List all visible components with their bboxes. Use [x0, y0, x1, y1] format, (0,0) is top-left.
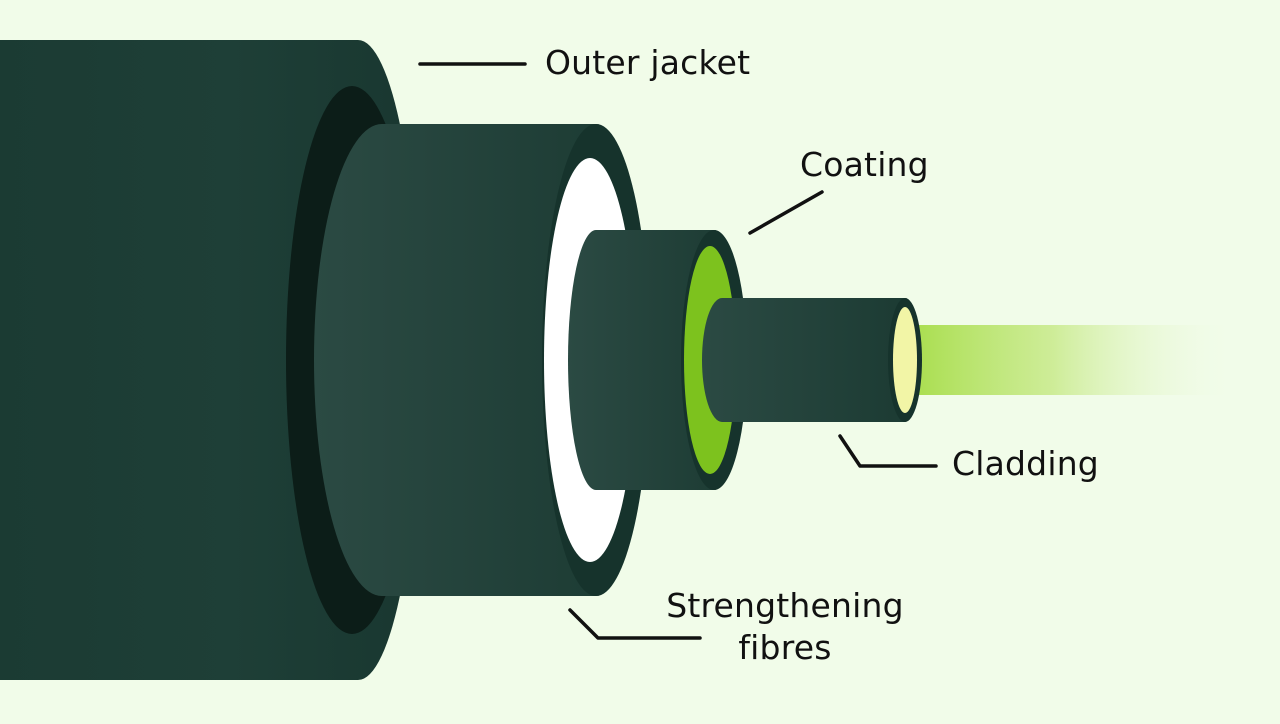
label-strengthening-line1: Strengthening	[666, 586, 904, 625]
label-outer-jacket: Outer jacket	[545, 43, 751, 82]
leader-cladding	[838, 434, 938, 468]
cladding-tube	[702, 298, 921, 422]
light-beam	[905, 325, 1235, 395]
label-cladding: Cladding	[952, 444, 1099, 483]
label-strengthening-fibres: Strengthening fibres	[660, 585, 910, 669]
core-glow	[893, 307, 917, 413]
leader-coating	[748, 190, 824, 235]
label-strengthening-line2: fibres	[738, 628, 832, 667]
leader-strengthening	[568, 608, 702, 640]
label-coating: Coating	[800, 145, 929, 184]
